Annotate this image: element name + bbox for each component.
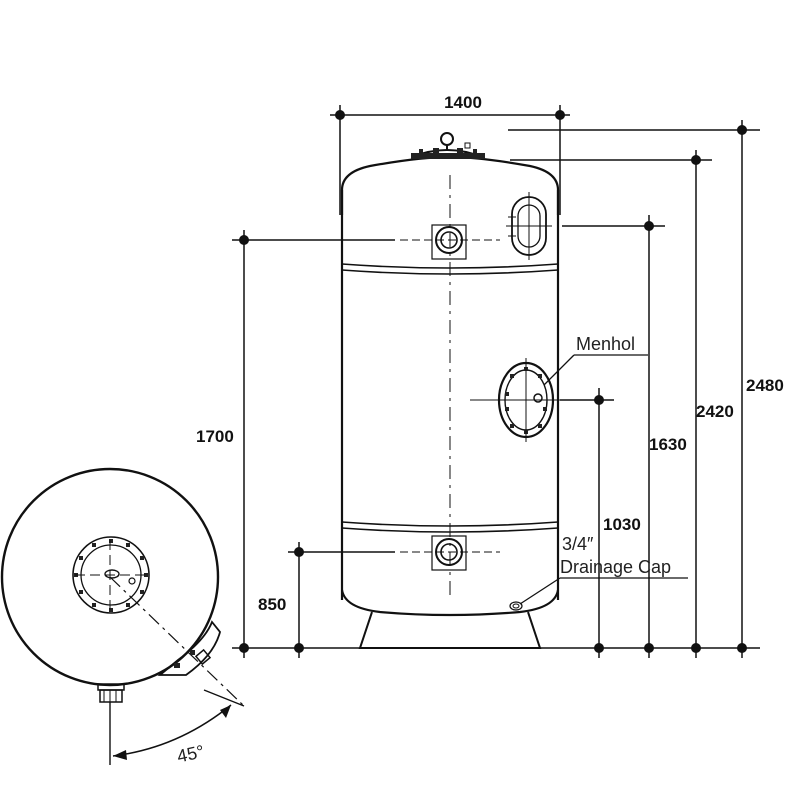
dim-width [330,105,570,215]
top-view-lid-outer [72,536,150,614]
dim-1630 [562,215,665,658]
manhole-label: Menhol [576,334,635,354]
drainage-cap-label: Drainage Cap [560,557,671,577]
top-lifting-lug [411,132,485,159]
tank-bottom-dome [340,589,560,617]
top-view-bottom-outlet [97,683,125,703]
dim-2480-label: 2480 [746,376,784,395]
dim-1700-label: 1700 [196,427,234,446]
dimension-lines [232,105,760,658]
dim-850-label: 850 [258,595,286,614]
dim-850 [288,542,395,658]
manhole [470,358,575,442]
upper-nozzle [400,224,500,260]
dim-1630-label: 1630 [649,435,687,454]
angle-reference-line [109,576,245,707]
top-view-side-nozzle [157,620,221,676]
leader-drainage [519,577,688,605]
dim-2420-label: 2420 [696,402,734,421]
tank-base-skirt [358,611,542,649]
angle-label: 45° [175,741,206,766]
top-view-outer-circle [0,467,220,687]
leader-manhole [543,354,648,386]
dim-width-label: 1400 [444,93,482,112]
dim-2480 [508,120,760,658]
drainage-cap [509,601,523,611]
dim-1030-label: 1030 [603,515,641,534]
bottom-nozzle [400,535,500,571]
sight-glass [506,192,552,260]
drain-size-label: 3/4″ [562,534,594,554]
tank-top-view: 45° [0,467,245,766]
dimension-labels: 1400 2480 2420 1630 1030 1700 850 Menhol… [196,93,784,614]
dim-1700 [232,230,395,658]
tank-side-view [340,132,575,649]
angle-arc [112,704,232,757]
